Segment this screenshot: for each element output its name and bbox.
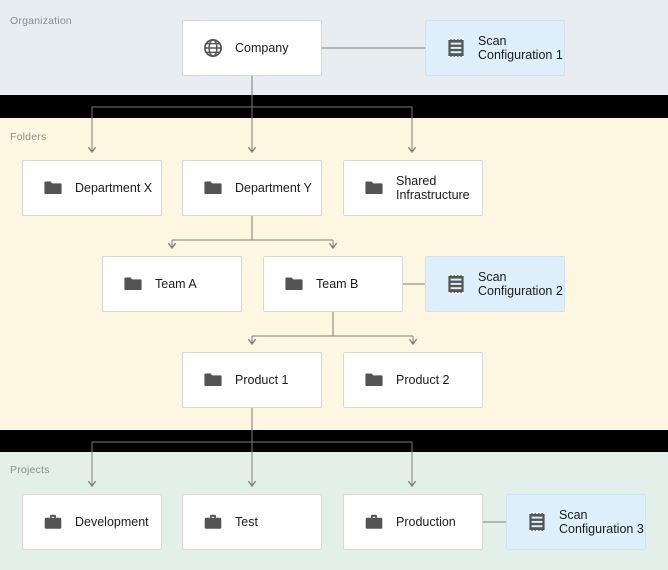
node-scan-config-3[interactable]: Scan Configuration 3 bbox=[506, 494, 646, 550]
node-label: Product 2 bbox=[396, 373, 450, 387]
node-team-a[interactable]: Team A bbox=[102, 256, 242, 312]
node-label: Department Y bbox=[235, 181, 312, 195]
node-label: Scan Configuration 1 bbox=[478, 34, 563, 62]
folder-icon bbox=[285, 277, 303, 290]
briefcase-icon bbox=[44, 514, 62, 529]
node-department-y[interactable]: Department Y bbox=[182, 160, 322, 216]
folder-icon bbox=[204, 373, 222, 386]
folder-icon bbox=[365, 181, 383, 194]
folder-icon bbox=[44, 181, 62, 194]
band-separator-2 bbox=[0, 430, 668, 452]
folder-icon bbox=[204, 181, 222, 194]
node-label: Test bbox=[235, 515, 258, 529]
band-label-folders: Folders bbox=[10, 131, 47, 143]
node-label: Production bbox=[396, 515, 456, 529]
band-separator-1 bbox=[0, 95, 668, 118]
node-department-x[interactable]: Department X bbox=[22, 160, 162, 216]
briefcase-icon bbox=[204, 514, 222, 529]
node-label: Development bbox=[75, 515, 149, 529]
node-label: Team A bbox=[155, 277, 197, 291]
node-label: Department X bbox=[75, 181, 153, 195]
node-test[interactable]: Test bbox=[182, 494, 322, 550]
node-company[interactable]: Company bbox=[182, 20, 322, 76]
node-product-1[interactable]: Product 1 bbox=[182, 352, 322, 408]
briefcase-icon bbox=[365, 514, 383, 529]
node-scan-config-1[interactable]: Scan Configuration 1 bbox=[425, 20, 565, 76]
folder-icon bbox=[365, 373, 383, 386]
node-shared-infrastructure[interactable]: Shared Infrastructure bbox=[343, 160, 483, 216]
globe-icon bbox=[204, 39, 222, 57]
band-label-organization: Organization bbox=[10, 15, 72, 27]
node-production[interactable]: Production bbox=[343, 494, 483, 550]
folder-icon bbox=[124, 277, 142, 290]
node-label: Team B bbox=[316, 277, 359, 291]
scan-config-icon bbox=[448, 38, 464, 58]
band-organization bbox=[0, 0, 668, 95]
node-scan-config-2[interactable]: Scan Configuration 2 bbox=[425, 256, 565, 312]
node-team-b[interactable]: Team B bbox=[263, 256, 403, 312]
node-label: Product 1 bbox=[235, 373, 289, 387]
scan-config-icon bbox=[448, 274, 464, 294]
node-label: Scan Configuration 3 bbox=[559, 508, 644, 536]
node-development[interactable]: Development bbox=[22, 494, 162, 550]
node-label: Scan Configuration 2 bbox=[478, 270, 563, 298]
node-product-2[interactable]: Product 2 bbox=[343, 352, 483, 408]
band-label-projects: Projects bbox=[10, 464, 50, 476]
node-label: Shared Infrastructure bbox=[396, 174, 470, 202]
node-label: Company bbox=[235, 41, 289, 55]
scan-config-icon bbox=[529, 512, 545, 532]
